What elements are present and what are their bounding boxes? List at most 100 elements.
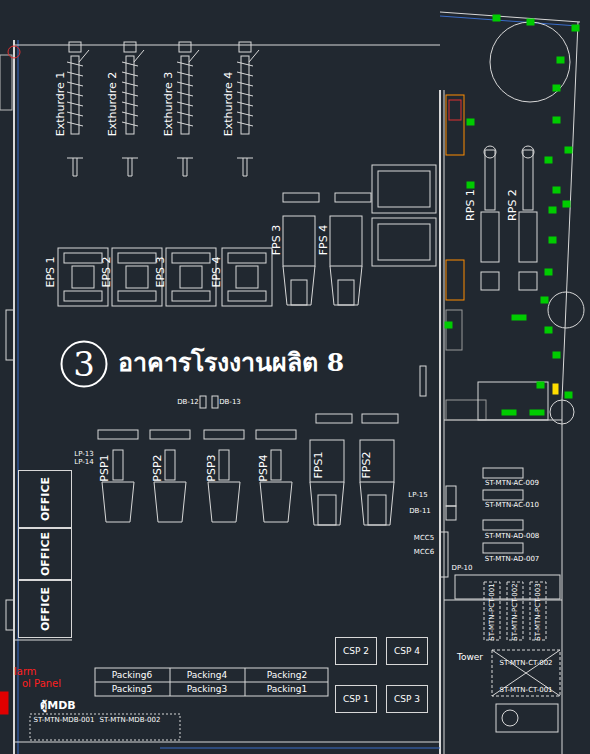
part-label: ST-MTN-PCT-002 [512,583,519,640]
machine-base [330,266,362,305]
part-label: FPS2 [361,452,372,479]
status-marker [545,327,552,333]
office-room: OFFICE [18,528,72,580]
status-marker [467,119,474,125]
door-hatch [0,55,12,110]
part-label: ST-MTN-PCT-001 [489,583,496,640]
cylinder [204,430,244,439]
pct-unit [530,582,546,640]
csp-box: CSP 1 [335,685,377,713]
part-label: LP-15 [408,492,427,499]
packing-table [170,668,171,696]
status-marker [537,382,544,388]
cylinder [150,430,190,439]
alarm-label: larm [14,667,37,677]
status-marker [557,57,564,63]
status-marker [553,117,560,123]
wall-line [14,742,440,743]
wall-line [18,40,19,754]
status-marker [545,269,552,275]
extruder-coil [67,82,83,86]
part-label: ST-MTN-MDB-001 [34,717,95,724]
room-label: OFFICE [40,477,51,521]
press-core [180,266,202,288]
part-label: ST-MTN-AC-010 [485,502,539,509]
psp-body [113,450,123,480]
press-frame [222,248,272,306]
extruder-coil [177,92,193,96]
extruder-coil [237,72,253,76]
extruder-coil [67,112,83,116]
part-label: DB-11 [409,508,431,515]
rps-body [481,212,499,262]
part-label: Exthurdre 3 [163,72,174,137]
tank-circle [550,400,574,424]
extruder-coil [122,122,138,126]
part-label: RPS 2 [507,189,518,221]
room-label: CSP 2 [343,647,369,656]
press-platen [118,291,156,301]
psp-body [219,450,229,480]
status-marker [493,15,500,21]
electrical-panel [449,100,461,120]
extruder-coil [67,62,83,66]
part-label: EPS 1 [45,256,56,287]
press-frame [166,248,216,306]
table-cell: Packing4 [187,671,227,680]
part-label: PSP1 [99,454,110,481]
part-label: Tower [457,653,483,662]
press-core [126,266,148,288]
part-label: LP-14 [74,459,93,466]
machine-base [310,482,344,525]
extruder-coil [237,92,253,96]
status-marker [530,410,544,415]
part-label: ST-MTN-MDB-002 [100,717,161,724]
wall-line [14,640,72,641]
alarm-label: ol Panel [22,679,61,689]
cooling-tower [492,650,560,696]
machine-frame [360,440,394,482]
electrical-panel [446,95,464,155]
pump-circle [502,710,518,726]
cooling-tower [492,650,560,696]
part-label: ST-MTN-CT-002 [499,660,552,667]
part-label: DP-10 [452,565,473,572]
psp-base [260,482,292,522]
rps-barrel [523,150,533,210]
machine-frame [283,216,315,266]
press-platen [172,291,210,301]
press-platen [228,291,266,301]
machine-base [283,266,315,305]
part-label: FPS 4 [318,225,329,255]
room-label: OFFICE [40,587,51,631]
table-cell: Packing3 [187,685,227,694]
status-marker [553,187,560,193]
pct-unit [484,582,500,640]
extruder-head [239,42,251,52]
pct-unit [507,582,523,640]
status-marker [502,410,516,415]
alarm-panel [0,692,8,714]
panel-outline [446,486,456,506]
part-label: MCC6 [414,549,434,556]
tank-outline [378,224,430,260]
wall-line [14,45,440,46]
room-label: CSP 1 [343,695,369,704]
office-room: OFFICE [18,580,72,638]
extruder-hopper [249,50,259,62]
extruder-coil [177,112,193,116]
extruder-coil [122,92,138,96]
machine-frame [330,216,362,266]
extruder-coil [237,122,253,126]
hatch-area [446,400,486,420]
extruder-stand [128,158,132,176]
psp-body [271,450,281,480]
status-marker [549,237,556,243]
extruder-coil [122,72,138,76]
wall-line [444,90,445,754]
extruder-head [69,42,81,52]
rps-head [484,146,496,158]
part-label: EPS 2 [101,256,112,287]
extruder-coil [177,122,193,126]
db-panel [200,396,206,408]
